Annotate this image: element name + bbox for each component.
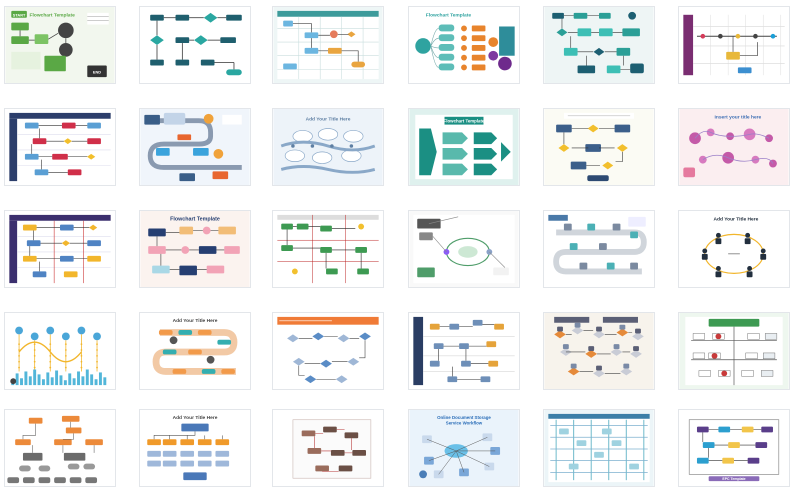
thumbnail-preview (140, 7, 250, 83)
thumbnail-preview (544, 7, 654, 83)
thumbnail-preview (273, 313, 383, 389)
thumbnail-preview (273, 211, 383, 287)
template-thumbnail[interactable] (4, 409, 116, 487)
thumbnail-preview (544, 109, 654, 185)
thumbnail-preview: Add Your Title Here (140, 313, 250, 389)
thumbnail-preview (140, 109, 250, 185)
svg-text:Insert your title here: Insert your title here (715, 115, 762, 121)
template-thumbnail[interactable] (4, 312, 116, 390)
template-thumbnail[interactable] (272, 312, 384, 390)
svg-text:END: END (93, 69, 101, 74)
template-thumbnail[interactable] (543, 210, 655, 288)
template-thumbnail[interactable]: Insert your title here (678, 108, 790, 186)
template-thumbnail[interactable] (272, 6, 384, 84)
svg-text:START: START (13, 13, 26, 18)
thumbnail-preview: Add Your Title Here (140, 410, 250, 486)
template-thumbnail[interactable] (543, 312, 655, 390)
svg-text:Add Your Title Here: Add Your Title Here (714, 217, 759, 223)
thumbnail-preview (5, 313, 115, 389)
template-thumbnail[interactable]: Flowchart Template (408, 108, 520, 186)
svg-text:Flowchart Template: Flowchart Template (170, 217, 220, 223)
svg-text:Flowchart Template: Flowchart Template (444, 119, 485, 124)
thumbnail-preview: Add Your Title Here (273, 109, 383, 185)
thumbnail-preview: Flowchart Template (409, 7, 519, 83)
template-thumbnail[interactable]: EPC Template (678, 409, 790, 487)
thumbnail-preview (409, 313, 519, 389)
template-thumbnail[interactable] (4, 210, 116, 288)
template-thumbnail[interactable] (543, 108, 655, 186)
template-thumbnail[interactable]: Flowchart Template (139, 210, 251, 288)
thumbnail-preview (5, 109, 115, 185)
thumbnail-preview: EPC Template (679, 410, 789, 486)
template-thumbnail[interactable]: Add Your Title Here (139, 409, 251, 487)
svg-text:Flowchart Template: Flowchart Template (426, 13, 472, 19)
template-thumbnail[interactable] (272, 210, 384, 288)
svg-text:EPC Template: EPC Template (722, 477, 745, 481)
thumbnail-preview (544, 410, 654, 486)
thumbnail-preview (544, 313, 654, 389)
template-thumbnail[interactable]: Add Your Title Here (139, 312, 251, 390)
template-thumbnail[interactable] (678, 312, 790, 390)
template-thumbnail[interactable] (139, 108, 251, 186)
thumbnail-preview (5, 211, 115, 287)
svg-text:Online Document Storage: Online Document Storage (437, 415, 491, 420)
thumbnail-preview (544, 211, 654, 287)
thumbnail-preview (5, 410, 115, 486)
template-thumbnail[interactable]: Add Your Title Here (678, 210, 790, 288)
template-thumbnail[interactable] (4, 108, 116, 186)
template-thumbnail[interactable] (272, 409, 384, 487)
thumbnail-preview: Add Your Title Here (679, 211, 789, 287)
template-thumbnail[interactable] (139, 6, 251, 84)
template-thumbnail[interactable] (408, 210, 520, 288)
template-thumbnail[interactable] (543, 6, 655, 84)
template-thumbnail[interactable]: Flowchart Template (408, 6, 520, 84)
svg-text:Add Your Title Here: Add Your Title Here (306, 117, 351, 123)
thumbnail-preview (679, 313, 789, 389)
thumbnail-preview: Insert your title here (679, 109, 789, 185)
template-thumbnail[interactable] (678, 6, 790, 84)
template-thumbnail[interactable] (408, 312, 520, 390)
thumbnail-preview (409, 211, 519, 287)
thumbnail-preview (273, 7, 383, 83)
thumbnail-preview: Flowchart Template (140, 211, 250, 287)
svg-text:Add Your Title Here: Add Your Title Here (173, 318, 218, 324)
thumbnail-preview: Flowchart Template (409, 109, 519, 185)
svg-text:Service Workflow: Service Workflow (446, 421, 483, 426)
template-thumbnail[interactable]: Add Your Title Here (272, 108, 384, 186)
thumbnail-preview (273, 410, 383, 486)
thumbnail-preview (679, 7, 789, 83)
svg-text:Flowchart Template: Flowchart Template (30, 13, 76, 19)
svg-text:Add Your Title Here: Add Your Title Here (173, 415, 218, 421)
template-thumbnail[interactable] (543, 409, 655, 487)
